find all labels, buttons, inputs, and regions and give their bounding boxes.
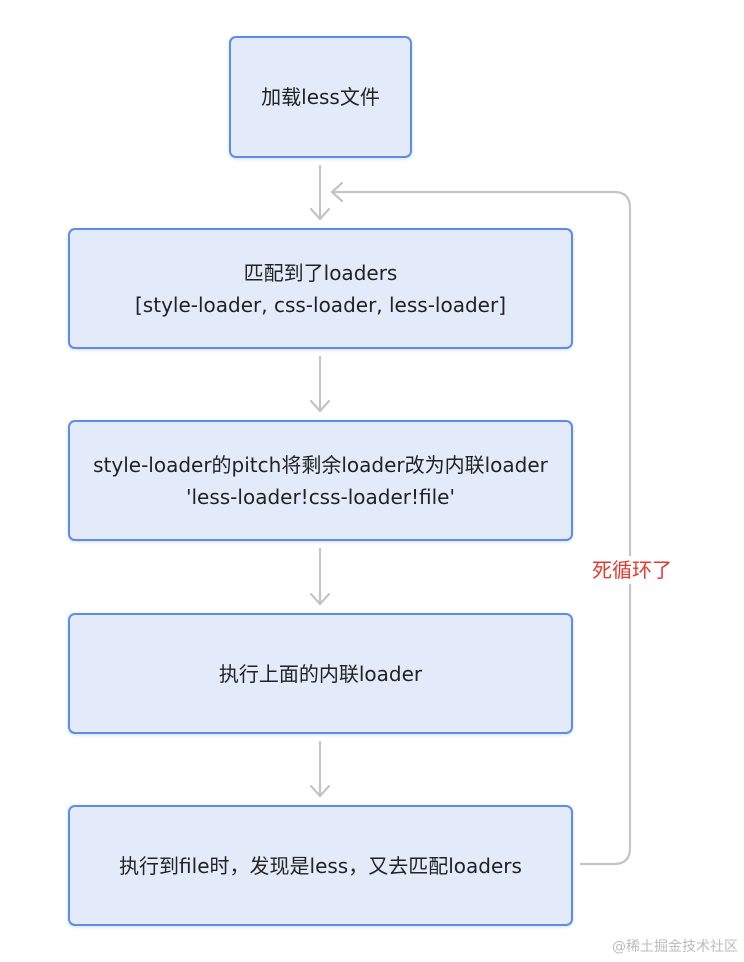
node-match-loaders-title: 匹配到了loaders [243,260,398,285]
watermark: @稀土掘金技术社区 [612,939,738,955]
node-match-loaders: 匹配到了loaders [style-loader, css-loader, l… [68,228,573,349]
node-run-inline-loader: 执行上面的内联loader [68,613,573,734]
node-style-loader-pitch-title: style-loader的pitch将剩余loader改为内联loader [93,452,548,477]
edge-loop-back [330,190,632,866]
node-style-loader-pitch-request: 'less-loader!css-loader!file' [185,484,455,509]
arrowhead-pitch-to-inline [309,592,331,606]
arrowhead-inline-to-file [309,784,331,798]
node-load-less-file: 加载less文件 [229,36,412,158]
loop-label: 死循环了 [586,556,678,584]
arrowhead-loop-back [330,181,344,203]
node-load-less-file-text: 加载less文件 [261,85,380,109]
arrowhead-match-to-pitch [309,399,331,413]
arrowhead-load-to-match [309,207,331,221]
node-file-is-less: 执行到file时，发现是less，又去匹配loaders [68,805,573,926]
node-run-inline-loader-text: 执行上面的内联loader [218,661,423,686]
node-file-is-less-text: 执行到file时，发现是less，又去匹配loaders [119,853,522,878]
node-style-loader-pitch: style-loader的pitch将剩余loader改为内联loader 'l… [68,420,573,541]
node-match-loaders-list: [style-loader, css-loader, less-loader] [135,292,506,317]
